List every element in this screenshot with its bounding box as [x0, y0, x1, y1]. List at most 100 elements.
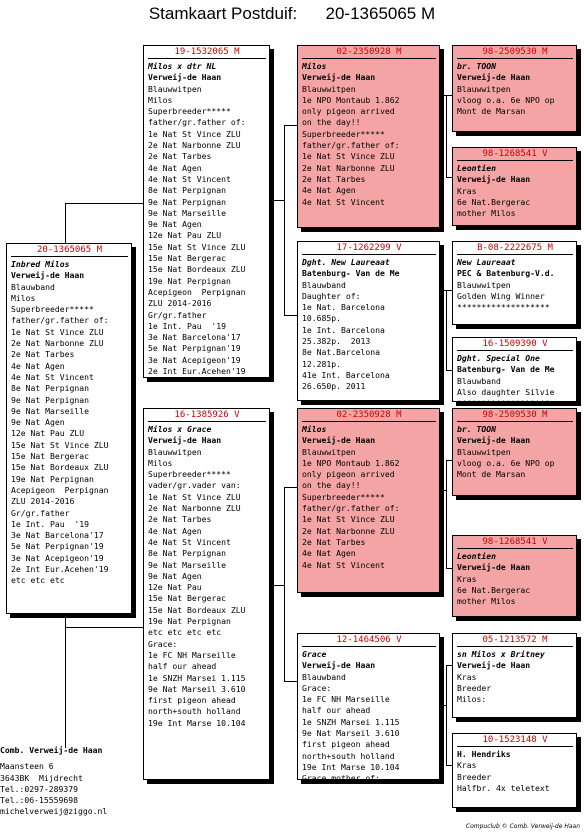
pedigree-line: 12e Nat Pau ZLU — [11, 428, 85, 439]
ring-number: 98-2509530 M — [457, 47, 573, 59]
ring-number: 98-1268541 V — [457, 149, 573, 161]
pedigree-line: on the day!! — [302, 117, 361, 128]
connector-line — [65, 203, 143, 204]
ring-number: 16-1509390 V — [457, 339, 573, 351]
pedigree-line: Blauwwitpen — [457, 446, 511, 457]
pedigree-line: Blauwband — [302, 279, 346, 290]
connector-line — [284, 125, 297, 126]
pedigree-line: Kras — [457, 573, 477, 584]
pedigree-line: 8e Nat Perpignan — [11, 383, 89, 394]
pigeon-name: Leontien — [457, 551, 496, 561]
pigeon-name: Grace — [302, 649, 327, 659]
pedigree-line: 12e Nat Pau ZLU — [148, 230, 222, 241]
pedigree-line: Daughter of: — [302, 290, 361, 301]
pedigree-line: on the day!! — [302, 480, 361, 491]
connector-line — [446, 765, 452, 766]
pigeon-name: Milos — [302, 61, 327, 71]
pedigree-line: 1e SNZH Marsei 1.115 — [148, 672, 246, 683]
connector-line — [446, 370, 452, 371]
pedigree-line: Milos — [148, 457, 173, 468]
connector-line — [440, 95, 446, 96]
footer-credit: Compuclub © Comb. Verweij-de Haan — [465, 823, 580, 830]
pedigree-line: Milos: — [457, 694, 487, 705]
pigeon-name: Dght. New Laureaat — [302, 257, 390, 267]
pedigree-line: 15e Nat St Vince ZLU — [148, 241, 246, 252]
pedigree-line: Superbreeder***** — [148, 106, 231, 117]
pedigree-line: 2e Int Eur.Acehen'19 — [148, 366, 246, 377]
owner-line: Maansteen 6 — [0, 761, 54, 772]
pedigree-line: 19e Nat Perpignan — [148, 616, 231, 627]
ring-number: 02-2350928 M — [302, 410, 436, 422]
pigeon-name: Dght. Special One — [457, 353, 540, 363]
pedigree-line: Grs New Laureaat — [148, 377, 266, 378]
pedigree-line: 15e Nat Bergerac — [148, 593, 226, 604]
pigeon-name: New Laureaat — [457, 257, 516, 267]
connector-line — [446, 665, 447, 765]
pedigree-line: ZLU 2014-2016 — [148, 298, 212, 309]
connector-line — [270, 200, 284, 201]
connector-line — [284, 125, 285, 315]
breeder-name: Verweij-de Haan — [11, 270, 85, 281]
pedigree-line: Acepigeon Perpignan — [11, 484, 109, 495]
pedigree-line: 2e Nat Tarbes — [148, 151, 212, 162]
pedigree-line: Mont de Marsan — [457, 106, 526, 117]
pedigree-line: Blauwwitpen — [457, 83, 511, 94]
pedigree-line: 1e NPO Montaub 1.862 — [302, 457, 400, 468]
pedigree-line: 1e Nat St Vince ZLU — [302, 151, 395, 162]
pedigree-line: 1e Int. Pau '19 — [148, 320, 226, 331]
pedigree-line: 4e Nat St Vincent — [148, 536, 231, 547]
pedigree-line: father/gr.father of: — [148, 117, 246, 128]
pedigree-line: Blauwwitpen — [148, 83, 202, 94]
breeder-name: Verweij-de Haan — [148, 435, 222, 446]
pedigree-line: 9e Nat Perpignan — [11, 394, 89, 405]
breeder-name: Verweij-de Haan — [457, 174, 531, 185]
pedigree-line: mother Milos — [457, 596, 516, 607]
connector-line — [440, 290, 446, 291]
pedigree-line: 8e Nat Perpignan — [148, 185, 226, 196]
pedigree-line: Grace: — [302, 682, 332, 693]
ring-number: 98-1268541 V — [457, 537, 573, 549]
page-title: Stamkaart Postduif: 20-1365065 M — [148, 4, 436, 23]
pedigree-line: 9e Nat Marseille — [11, 405, 89, 416]
pedigree-line: 1e SNZH Marsei 1.115 — [302, 716, 400, 727]
pedigree-line: vloog o.a. 6e NPO op — [457, 94, 555, 105]
pedigree-line: Superbreeder***** — [11, 304, 94, 315]
pedigree-line: 10.685p. — [302, 313, 341, 324]
pedigree-line: 2e Nat Tarbes — [148, 514, 212, 525]
breeder-name: Verweij-de Haan — [148, 72, 222, 83]
connector-line — [446, 568, 452, 569]
breeder-name: Verweij-de Haan — [457, 562, 531, 573]
connector-line — [284, 487, 285, 681]
ring-number: 05-1213572 M — [457, 635, 573, 647]
pedigree-line: 4e Nat Agen — [302, 548, 356, 559]
breeder-name: Verweij-de Haan — [302, 72, 376, 83]
ring-number: B-08-2222675 M — [457, 243, 573, 255]
pedigree-line: Also daughter Silvie — [457, 386, 555, 397]
pedigree-line: Golden Wing Winner — [457, 290, 545, 301]
pedigree-line: Breeder — [457, 771, 492, 782]
pedigree-line: 2e Nat Narbonne ZLU — [148, 503, 241, 514]
pedigree-line: 15e Nat Bordeaux ZLU — [148, 264, 246, 275]
pedigree-line: only pigeon arrived — [302, 106, 395, 117]
pedigree-line: Breeder — [457, 682, 492, 693]
connector-line — [446, 177, 452, 178]
pedigree-line: 1e NPO Montaub 1.862 — [302, 94, 400, 105]
pedigree-line: Mont de Marsan — [457, 469, 526, 480]
pedigree-line: 15e Nat Bergerac — [11, 451, 89, 462]
pedigree-line: 9e Nat Perpignan — [148, 196, 226, 207]
pedigree-line: 4e Nat St Vincent — [302, 196, 385, 207]
connector-line — [270, 585, 284, 586]
pedigree-line: 3e Nat Acepigeon'19 — [148, 354, 241, 365]
pedigree-line: 4e Nat Agen — [148, 525, 202, 536]
pedigree-line: Superbreeder***** — [302, 491, 385, 502]
pedigree-line: 19e Int Marse 10.104 — [302, 761, 400, 772]
pedigree-line: father/gr.father of: — [11, 315, 109, 326]
breeder-name: Verweij-de Haan — [302, 435, 376, 446]
pedigree-line: 5e Nat Perpignan'19 — [11, 541, 104, 552]
